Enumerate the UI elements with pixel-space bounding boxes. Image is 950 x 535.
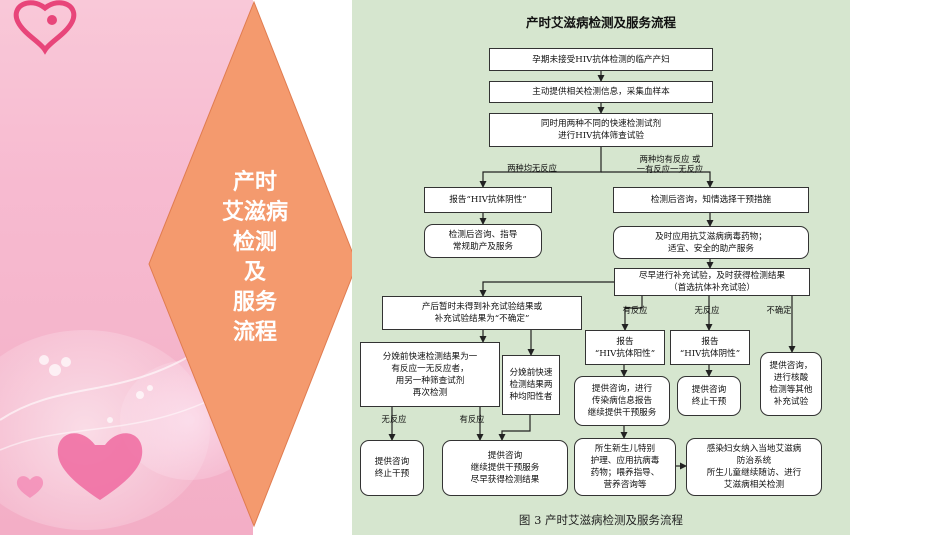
flow-box-newborn-care: 所生新生儿特别 护理、应用抗病毒 药物；喂养指导、 营养咨询等	[574, 438, 676, 496]
flow-box-stop-intervention-2: 提供咨询 终止干预	[360, 440, 424, 496]
flow-box-report-negative-2: 报告 “HIV抗体阴性”	[670, 330, 750, 365]
flow-box-arv-drugs: 及时应用抗艾滋病病毒药物； 适宜、安全的助产服务	[613, 226, 809, 259]
title-line: 服务	[232, 290, 277, 315]
flower-ornament-icon	[39, 355, 153, 423]
slide-title: 产时 艾滋病 检测 及 服务 流程	[190, 168, 320, 348]
flow-box-postpartum-pending: 产后暂时未得到补充试验结果或 补充试验结果为“不确定”	[382, 296, 582, 330]
flow-box-supplementary-test: 尽早进行补充试验，及时获得检测结果 （首选抗体补充试验）	[614, 268, 810, 296]
flowchart-connectors	[388, 71, 796, 470]
label-nonreactive: 无反应	[694, 305, 720, 315]
flow-box-report-infection: 提供咨询，进行 传染病信息报告 继续提供干预服务	[574, 376, 670, 426]
heart-logo-icon	[13, 0, 77, 55]
title-line: 产时	[232, 170, 277, 195]
flowchart-title: 产时艾滋病检测及服务流程	[525, 15, 676, 30]
flow-box-nucleic-acid-test: 提供咨询， 进行核酸 检测等其他 补充试验	[760, 352, 822, 416]
title-line: 检测	[232, 230, 277, 255]
label-reactive-3: 有反应	[459, 414, 485, 424]
label-reactive: 两种均有反应 或 一有反应一无反应	[636, 154, 704, 174]
flow-box-stop-intervention: 提供咨询 终止干预	[677, 376, 741, 416]
flow-box-start: 孕期未接受HIV抗体检测的临产产妇	[489, 48, 713, 71]
label-both-nonreactive: 两种均无反应	[507, 163, 557, 173]
heart-icon	[57, 433, 143, 500]
flowchart-panel: 产时艾滋病检测及服务流程	[352, 0, 850, 535]
title-line: 艾滋病	[221, 200, 288, 225]
label-nonreactive-2: 无反应	[381, 414, 407, 424]
flow-box-continue-service: 提供咨询 继续提供干预服务 尽早获得检测结果	[442, 440, 568, 496]
flow-box-routine-care: 检测后咨询、指导 常规助产及服务	[424, 224, 542, 258]
flow-box-report-positive: 报告 “HIV抗体阳性”	[585, 330, 665, 365]
label-reactive-2: 有反应	[622, 305, 648, 315]
figure-caption: 图 3 产时艾滋病检测及服务流程	[518, 513, 684, 527]
flow-box-screening: 同时用两种不同的快速检测试剂 进行HIV抗体筛查试验	[489, 113, 713, 147]
flow-box-followup: 感染妇女纳入当地艾滋病 防治系统 所生儿童继续随访、进行 艾滋病相关检测	[686, 438, 822, 496]
flow-box-retest: 分娩前快速检测结果为一 有反应一无反应者， 用另一种筛查试剂 再次检测	[360, 342, 500, 407]
label-indeterminate: 不确定	[766, 305, 792, 315]
decorative-pattern	[0, 0, 231, 500]
flow-box-counseling: 检测后咨询，知情选择干预措施	[613, 187, 809, 213]
title-diamond-shape	[148, 0, 358, 528]
small-heart-icon	[16, 476, 44, 498]
flow-box-offer-test: 主动提供相关检测信息，采集血样本	[489, 81, 713, 103]
title-line: 流程	[232, 320, 277, 345]
title-line: 及	[243, 260, 266, 285]
flow-box-report-negative: 报告“HIV抗体阴性”	[424, 187, 552, 213]
flow-box-both-positive: 分娩前快速 检测结果两 种均阳性者	[502, 355, 560, 415]
